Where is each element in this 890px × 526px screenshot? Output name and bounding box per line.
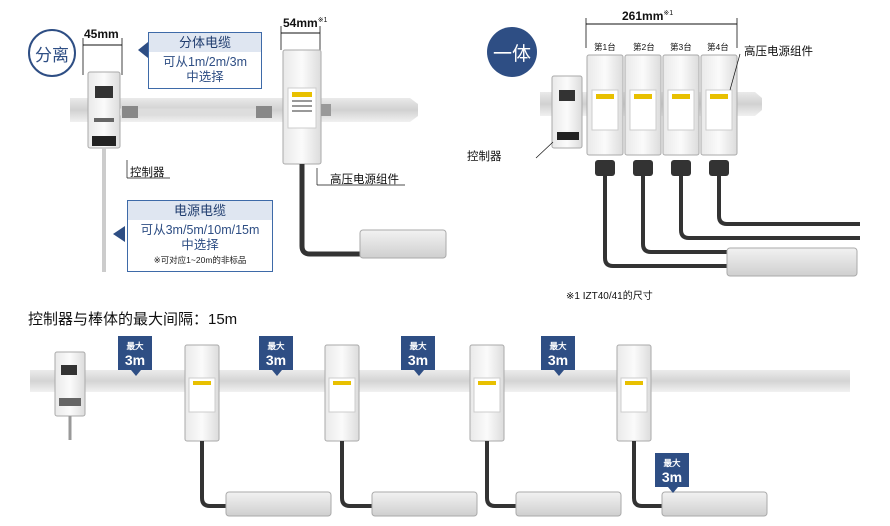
split-cable-line2: 中选择 [186,70,224,84]
split-cable-callout: 分体电缆 可从1m/2m/3m 中选择 [148,32,262,89]
controller-width-label: 45mm [84,27,119,41]
integrated-type-badge: 一体 [487,27,537,77]
max-distance-heading: 控制器与棒体的最大间隔：15m [28,311,238,328]
unit-4-label: 第4台 [707,42,729,52]
controller-label: 控制器 [130,167,165,179]
power-cable-line1: 可从3m/5m/10m/15m [140,223,260,237]
module-width-label: 54mm※1 [283,16,328,30]
unit-1-label: 第1台 [594,42,616,52]
hv-module-label: 高压电源组件 [330,174,399,186]
split-cable-title: 分体电缆 [149,33,261,52]
power-cable-note: ※可对应1~20m的非标品 [153,255,247,265]
power-cable-callout: 电源电缆 可从3m/5m/10m/15m 中选择 ※可对应1~20m的非标品 [127,200,273,272]
hv-module-label-right: 高压电源组件 [744,46,813,58]
controller-label-right: 控制器 [467,151,502,163]
split-cable-line1: 可从1m/2m/3m [162,55,248,69]
unit-2-label: 第2台 [633,42,655,52]
power-cable-line2: 中选择 [181,238,219,252]
power-cable-pointer [113,226,125,242]
unit-3-label: 第3台 [670,42,692,52]
split-cable-pointer [138,42,148,58]
total-width-label: 261mm※1 [622,9,674,23]
split-type-badge: 分离 [28,29,76,77]
power-cable-title: 电源电缆 [128,201,272,220]
dimension-footnote: ※1 IZT40/41的尺寸 [566,291,653,302]
